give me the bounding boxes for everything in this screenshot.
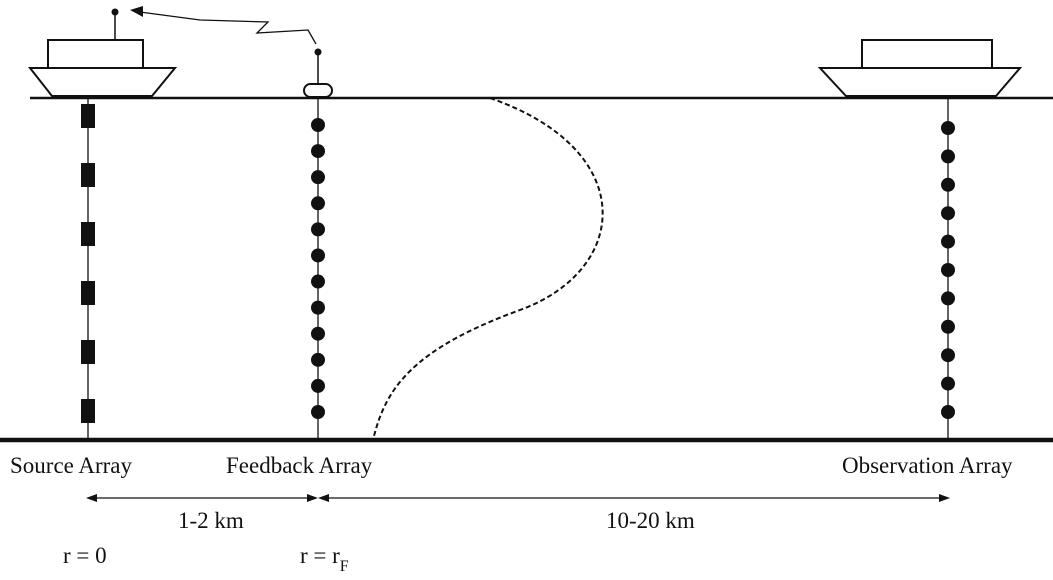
r-feedback-label: r = rF	[300, 543, 349, 575]
feedback-array-element	[311, 378, 325, 393]
radio-link	[130, 6, 317, 45]
source-array-elements	[81, 104, 95, 423]
observation-ship	[817, 39, 1023, 97]
observation-array-element	[941, 121, 955, 135]
source-ship-cabin	[47, 39, 144, 69]
feedback-buoy	[303, 48, 333, 98]
distance-arrow-2	[318, 494, 950, 502]
observation-array-element	[941, 376, 955, 391]
feedback-array-element	[311, 170, 325, 185]
observation-ship-hull	[817, 67, 1023, 97]
feedback-buoy-float	[303, 83, 333, 98]
feedback-array-element	[311, 300, 325, 315]
observation-array-element	[941, 177, 955, 192]
source-ship-hull	[27, 67, 178, 97]
source-ship-antenna	[111, 8, 119, 16]
feedback-array-element	[311, 405, 325, 419]
source-array-element	[81, 163, 95, 187]
radio-link-zigzag	[139, 11, 317, 45]
feedback-array-element	[311, 144, 325, 159]
observation-array-element	[941, 291, 955, 306]
feedback-array-element	[311, 274, 325, 289]
feedback-array-element	[311, 326, 325, 341]
distance-label-2: 10-20 km	[606, 508, 695, 533]
r-feedback-subscript: F	[340, 558, 349, 575]
distance-arrow-1	[86, 494, 318, 502]
observation-array-elements	[941, 121, 955, 419]
source-array-element	[81, 281, 95, 305]
r-source-label: r = 0	[63, 543, 107, 568]
radio-link-arrowhead	[130, 6, 143, 17]
observation-array-element	[941, 263, 955, 277]
observation-array-element	[941, 234, 955, 249]
observation-array-label: Observation Array	[842, 453, 1013, 478]
observation-array-element	[941, 348, 955, 363]
feedback-array-element	[311, 352, 325, 367]
observation-array-element	[941, 405, 955, 419]
source-array-label: Source Array	[10, 453, 132, 478]
observation-array-element	[941, 206, 955, 221]
source-ship	[27, 8, 178, 97]
source-array-element	[81, 340, 95, 364]
source-array-element	[81, 399, 95, 423]
sound-speed-profile-curve	[372, 97, 604, 441]
observation-array-element	[941, 319, 955, 334]
feedback-array-element	[311, 196, 325, 211]
feedback-array-element	[311, 118, 325, 132]
r-feedback-prefix: r = r	[300, 543, 340, 568]
observation-ship-cabin	[861, 39, 993, 69]
source-array-element	[81, 222, 95, 246]
feedback-array-label: Feedback Array	[226, 453, 373, 478]
source-array-element	[81, 104, 95, 128]
feedback-array-elements	[311, 118, 325, 419]
feedback-array-element	[311, 222, 325, 237]
feedback-array-element	[311, 248, 325, 263]
distance-label-1: 1-2 km	[178, 508, 244, 533]
observation-array-element	[941, 149, 955, 164]
